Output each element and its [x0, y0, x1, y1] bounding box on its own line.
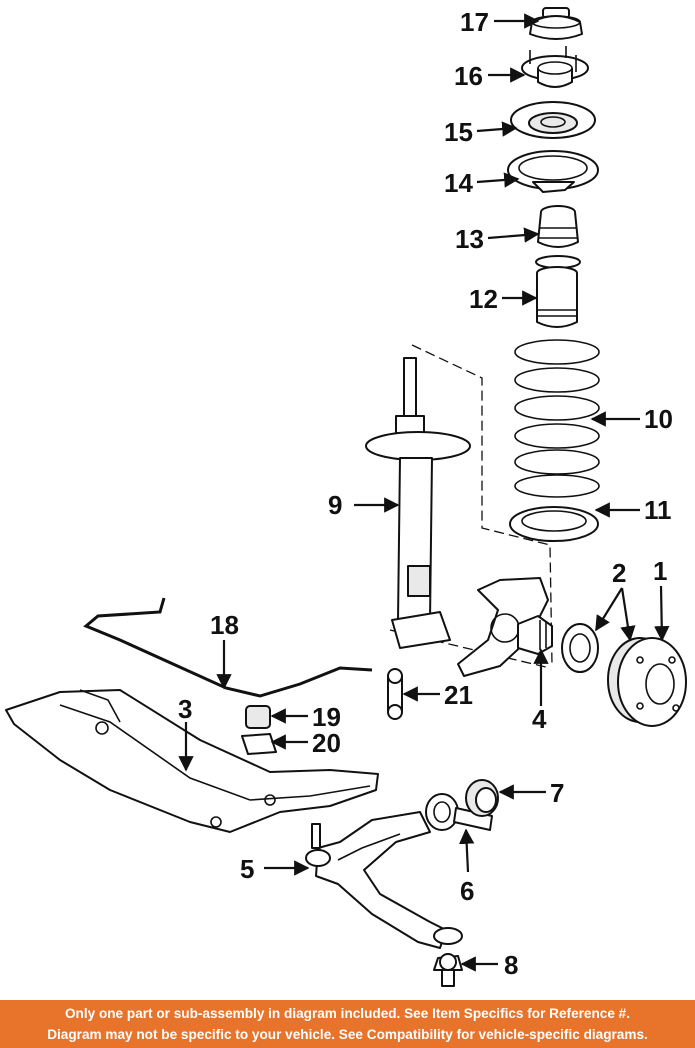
part-8-ball-joint — [433, 927, 463, 987]
part-10-coil-spring — [514, 339, 600, 498]
part-15-spring-seat — [510, 101, 596, 139]
callout-9: 9 — [328, 490, 342, 520]
part-19-bushing — [245, 705, 271, 729]
part-5-control-arm — [305, 811, 447, 949]
callout-6: 6 — [460, 876, 474, 906]
suspension-parts-diagram: 17 16 15 14 13 12 10 11 9 2 1 4 18 21 19… — [5, 7, 687, 987]
part-6-rear-bushing — [425, 793, 493, 831]
callout-11: 11 — [644, 495, 672, 525]
disclaimer-line-1: Only one part or sub-assembly in diagram… — [64, 1006, 631, 1021]
part-18-stabilizer-bar — [83, 597, 373, 698]
callout-4: 4 — [532, 704, 547, 734]
callout-13: 13 — [455, 224, 484, 254]
callout-17: 17 — [460, 7, 489, 37]
leader-lines — [178, 13, 670, 972]
assembly-outline — [389, 344, 553, 669]
callout-18: 18 — [210, 610, 239, 640]
disclaimer-banner: Only one part or sub-assembly in diagram… — [0, 1000, 695, 1048]
disclaimer-line-2: Diagram may not be specific to your vehi… — [47, 1027, 648, 1042]
part-21-stabilizer-link — [387, 668, 403, 720]
part-2-seal — [561, 623, 599, 673]
callout-3: 3 — [178, 694, 192, 724]
callout-10: 10 — [644, 404, 673, 434]
callout-12: 12 — [469, 284, 498, 314]
callout-16: 16 — [454, 61, 483, 91]
callout-5: 5 — [240, 854, 254, 884]
callout-14: 14 — [444, 168, 473, 198]
callout-2: 2 — [612, 558, 626, 588]
part-12-dust-boot — [536, 266, 578, 328]
part-4-hub-bearing — [517, 615, 553, 655]
part-1-wheel-hub — [607, 637, 687, 727]
part-9-strut — [365, 357, 471, 649]
part-14-insulator — [507, 150, 599, 193]
part-17-cap — [529, 7, 583, 40]
callout-20: 20 — [312, 728, 341, 758]
part-20-bracket — [241, 733, 277, 755]
part-16-strut-mount — [521, 46, 589, 88]
part-11-lower-insulator — [509, 506, 599, 542]
callout-1: 1 — [653, 556, 667, 586]
callout-8: 8 — [504, 950, 518, 980]
callout-15: 15 — [444, 117, 473, 147]
steering-knuckle — [457, 577, 549, 677]
callout-21: 21 — [444, 680, 473, 710]
part-13-bump-stop — [535, 205, 581, 269]
callout-7: 7 — [550, 778, 564, 808]
part-7-bushing — [465, 779, 499, 817]
callout-19: 19 — [312, 702, 341, 732]
